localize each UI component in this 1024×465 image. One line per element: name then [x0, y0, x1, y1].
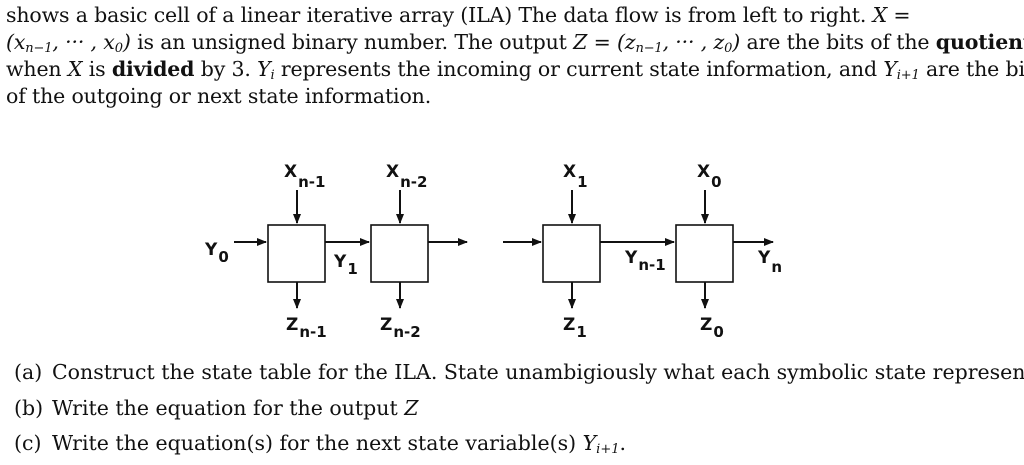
question-text: Construct the state table for the ILA. S…: [52, 360, 1024, 384]
label-z-1: Z1: [563, 315, 587, 341]
problem-text: shows a basic cell of a linear iterative…: [6, 3, 867, 27]
problem-text: are the bit(s): [925, 57, 1024, 81]
math-yi: Yi: [257, 57, 275, 83]
bold-term-quotient: quotient: [935, 30, 1024, 54]
question-b: (b) Write the equation for the output Z: [14, 396, 418, 420]
question-text: .: [619, 431, 627, 455]
problem-text: is: [88, 57, 106, 81]
ila-diagram-svg: Xn-1 Xn-2 X1 X0 Zn-1 Zn-2 Z1 Z0 Y0 Y1 Yn…: [204, 162, 782, 341]
question-tag: (a): [14, 360, 43, 384]
math-x: X =: [872, 3, 911, 27]
label-y-1: Y1: [333, 252, 358, 278]
problem-statement: shows a basic cell of a linear iterative…: [6, 2, 1024, 110]
problem-text: represents the incoming or current state…: [280, 57, 877, 81]
label-y-n: Yn: [757, 248, 782, 276]
problem-text: is an unsigned binary number. The output: [137, 30, 567, 54]
label-x-1: X1: [563, 162, 588, 191]
math-x-tuple: (xn−1, ··· , x0): [6, 30, 131, 56]
cell-0: [675, 224, 734, 283]
problem-line-3: when X is divided by 3. Yi represents th…: [6, 56, 1024, 83]
math-z-tuple: Z = (zn−1, ··· , z0): [573, 30, 741, 56]
problem-line-4: of the outgoing or next state informatio…: [6, 84, 432, 108]
cell-n-1: [267, 224, 326, 283]
label-z-0: Z0: [700, 315, 724, 341]
label-y-n-1: Yn-1: [624, 248, 666, 274]
label-x-0: X0: [697, 162, 722, 191]
ila-diagram: Xn-1 Xn-2 X1 X0 Zn-1 Zn-2 Z1 Z0 Y0 Y1 Yn…: [0, 150, 1024, 355]
math-x: X: [67, 57, 83, 81]
problem-line-2: (xn−1, ··· , x0) is an unsigned binary n…: [6, 29, 1024, 56]
math-z: Z: [404, 396, 419, 420]
problem-text: are the bits of the: [746, 30, 930, 54]
question-tag: (b): [14, 396, 44, 420]
label-x-n-1: Xn-1: [284, 162, 325, 191]
problem-text: by 3.: [200, 57, 251, 81]
cell-n-2: [370, 224, 429, 283]
label-z-n-2: Zn-2: [380, 315, 421, 341]
math-yi-plus-1: Yi+1: [582, 431, 620, 457]
math-yi-plus-1: Yi+1: [883, 57, 920, 83]
label-x-n-2: Xn-2: [386, 162, 427, 191]
problem-text: when: [6, 57, 62, 81]
label-z-n-1: Zn-1: [286, 315, 327, 341]
problem-line-1: shows a basic cell of a linear iterative…: [6, 2, 1018, 29]
question-a: (a) Construct the state table for the ILA…: [14, 360, 1024, 384]
question-text: Write the equation for the output: [52, 396, 398, 420]
question-c: (c) Write the equation(s) for the next st…: [14, 431, 627, 457]
question-tag: (c): [14, 431, 42, 455]
bold-term-divided: divided: [111, 57, 195, 81]
question-text: Write the equation(s) for the next state…: [52, 431, 577, 455]
cell-1: [542, 224, 601, 283]
label-y-0: Y0: [204, 240, 229, 266]
